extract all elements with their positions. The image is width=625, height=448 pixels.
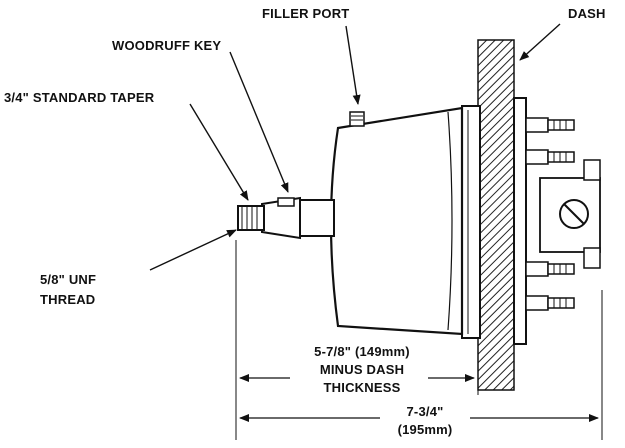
- woodruff-key-label: WOODRUFF KEY: [112, 38, 222, 53]
- extension-lines: [235, 240, 603, 440]
- filler-port-label: FILLER PORT: [262, 6, 350, 21]
- thread-label-line1: 5/8" UNF: [40, 272, 97, 287]
- taper-label: 3/4" STANDARD TAPER: [4, 90, 155, 105]
- mounting-flange: [461, 97, 527, 345]
- dim-total-line2: (195mm): [397, 422, 453, 437]
- dash-panel: [477, 39, 515, 391]
- steering-shaft: [237, 196, 335, 240]
- dim-dash-line1: 5-7/8" (149mm): [314, 344, 410, 359]
- dim-dash-line2: MINUS DASH: [319, 362, 405, 377]
- dim-total-line1: 7-3/4": [406, 404, 444, 419]
- thread-label-line2: THREAD: [40, 292, 96, 307]
- dimension-lines: [239, 374, 599, 422]
- dash-label: DASH: [568, 6, 606, 21]
- rear-fittings: [525, 117, 601, 311]
- dim-dash-line3: THICKNESS: [323, 380, 401, 395]
- filler-port: [349, 111, 365, 127]
- helm-body: [329, 106, 464, 336]
- leader-lines: [149, 23, 561, 271]
